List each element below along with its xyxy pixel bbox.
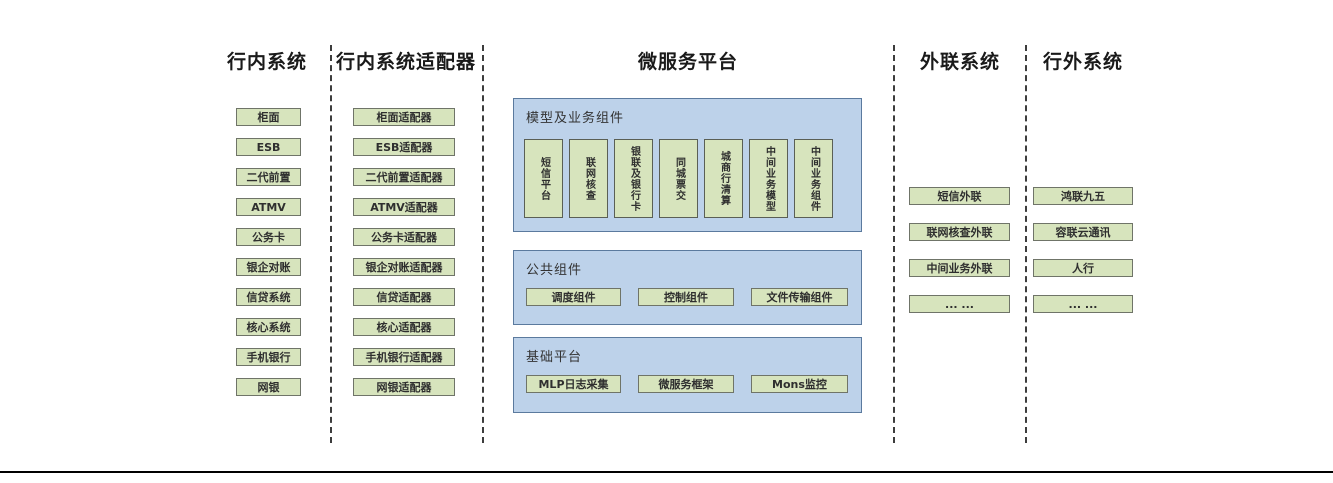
internal-system-box: 网银 (236, 378, 301, 396)
base-platform-box: 微服务框架 (638, 375, 734, 393)
panel-model-business-components: 模型及业务组件 短信平台 联网核查 银联及银行卡 同城票交 城商行清算 中间业务… (513, 98, 862, 232)
divider-line-2 (482, 45, 484, 443)
internal-system-box: 信贷系统 (236, 288, 301, 306)
base-platform-box: MLP日志采集 (526, 375, 621, 393)
business-component-box: 同城票交 (659, 139, 698, 218)
external-system-box: 鸿联九五 (1033, 187, 1133, 205)
panel-label: 公共组件 (526, 263, 583, 278)
adapter-box: ATMV适配器 (353, 198, 455, 216)
business-component-box: 短信平台 (524, 139, 563, 218)
divider-line-1 (330, 45, 332, 443)
internal-system-box: 手机银行 (236, 348, 301, 366)
external-system-box: 容联云通讯 (1033, 223, 1133, 241)
internal-system-box: ATMV (236, 198, 301, 216)
panel-label: 模型及业务组件 (526, 111, 625, 126)
adapter-box: 二代前置适配器 (353, 168, 455, 186)
base-platform-box: Mons监控 (751, 375, 848, 393)
business-component-box: 中间业务组件 (794, 139, 833, 218)
adapter-box: 网银适配器 (353, 378, 455, 396)
internal-system-box: ESB (236, 138, 301, 156)
business-component-box: 联网核查 (569, 139, 608, 218)
column-header-outreach-systems: 外联系统 (919, 51, 1000, 73)
external-system-box: 人行 (1033, 259, 1133, 277)
business-component-box: 银联及银行卡 (614, 139, 653, 218)
internal-system-box: 柜面 (236, 108, 301, 126)
common-component-box: 文件传输组件 (751, 288, 848, 306)
column-header-internal-adapters: 行内系统适配器 (335, 51, 476, 73)
adapter-box: 信贷适配器 (353, 288, 455, 306)
column-header-microservice-platform: 微服务平台 (637, 51, 738, 73)
internal-system-box: 公务卡 (236, 228, 301, 246)
divider-line-4 (1025, 45, 1027, 443)
common-component-box: 控制组件 (638, 288, 734, 306)
outreach-system-box: 中间业务外联 (909, 259, 1010, 277)
outreach-system-box: ... ... (909, 295, 1010, 313)
common-component-box: 调度组件 (526, 288, 621, 306)
internal-system-box: 二代前置 (236, 168, 301, 186)
adapter-box: ESB适配器 (353, 138, 455, 156)
internal-system-box: 核心系统 (236, 318, 301, 336)
outreach-system-box: 短信外联 (909, 187, 1010, 205)
outreach-system-box: 联网核查外联 (909, 223, 1010, 241)
bottom-rule (0, 471, 1333, 473)
adapter-box: 银企对账适配器 (353, 258, 455, 276)
panel-common-components: 公共组件 调度组件 控制组件 文件传输组件 (513, 250, 862, 325)
business-component-box: 中间业务模型 (749, 139, 788, 218)
external-system-box: ... ... (1033, 295, 1133, 313)
internal-system-box: 银企对账 (236, 258, 301, 276)
divider-line-3 (893, 45, 895, 443)
adapter-box: 核心适配器 (353, 318, 455, 336)
column-header-internal-systems: 行内系统 (226, 51, 307, 73)
adapter-box: 手机银行适配器 (353, 348, 455, 366)
panel-base-platform: 基础平台 MLP日志采集 微服务框架 Mons监控 (513, 337, 862, 413)
column-header-external-systems: 行外系统 (1042, 51, 1123, 73)
adapter-box: 柜面适配器 (353, 108, 455, 126)
business-component-box: 城商行清算 (704, 139, 743, 218)
adapter-box: 公务卡适配器 (353, 228, 455, 246)
panel-label: 基础平台 (526, 350, 583, 365)
